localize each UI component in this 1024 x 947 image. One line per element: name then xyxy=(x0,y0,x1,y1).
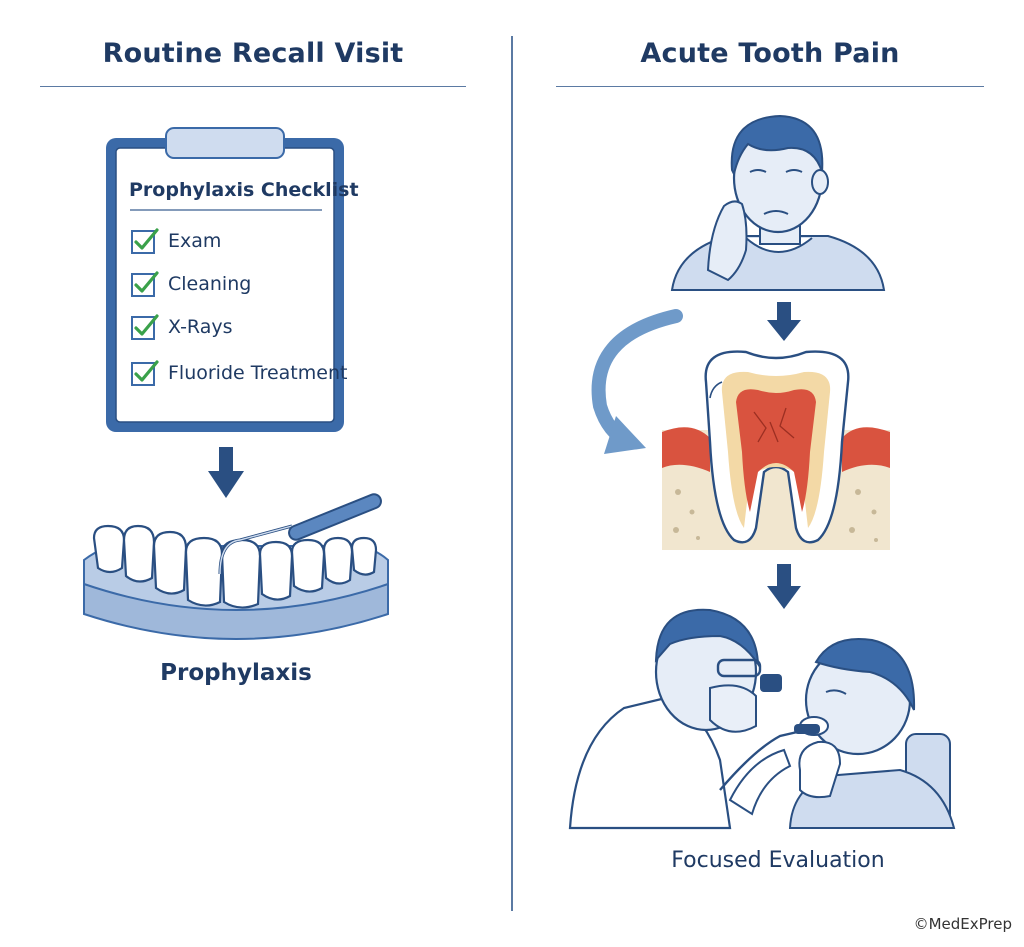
right-caption: Focused Evaluation xyxy=(671,848,885,873)
patient-pain-illustration xyxy=(670,114,886,291)
column-divider xyxy=(511,36,513,911)
copyright-text: ©MedExPrep xyxy=(913,915,1012,933)
checklist-item-xrays: X-Rays xyxy=(168,316,233,338)
checkbox-checked-icon xyxy=(131,314,159,340)
checkbox-checked-icon xyxy=(131,228,159,254)
left-column-title: Routine Recall Visit xyxy=(102,38,404,69)
checklist-item-exam: Exam xyxy=(168,230,222,252)
dentist-exam-illustration xyxy=(568,608,956,830)
teeth-scaler-illustration xyxy=(83,493,389,640)
checkbox-checked-icon xyxy=(131,360,159,386)
down-arrow-icon xyxy=(767,564,801,609)
down-arrow-icon xyxy=(767,302,801,341)
right-column-title: Acute Tooth Pain xyxy=(640,38,900,69)
left-title-rule xyxy=(40,86,466,87)
left-caption: Prophylaxis xyxy=(160,660,312,686)
curved-arrow-icon xyxy=(591,309,683,454)
checklist-item-fluoride: Fluoride Treatment xyxy=(168,362,348,384)
checklist-title: Prophylaxis Checklist xyxy=(129,179,359,201)
checklist-item-cleaning: Cleaning xyxy=(168,273,252,295)
clipboard-icon xyxy=(106,127,344,432)
down-arrow-icon xyxy=(208,447,244,498)
tooth-cross-section-illustration xyxy=(662,350,890,550)
checkbox-checked-icon xyxy=(131,271,159,297)
right-title-rule xyxy=(556,86,984,87)
